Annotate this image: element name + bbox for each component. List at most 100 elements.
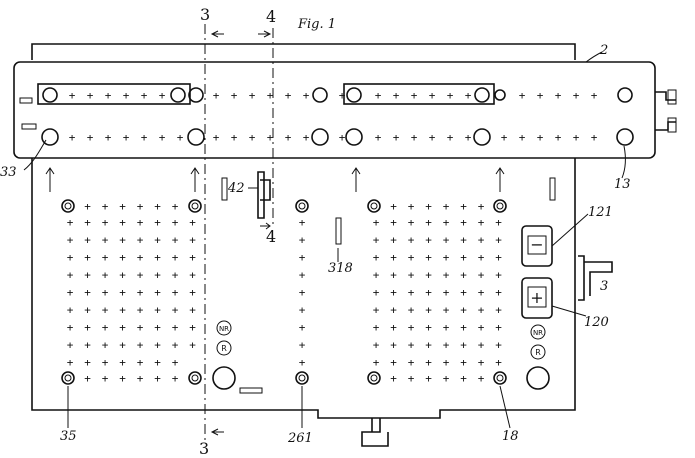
left-grid-plus: +	[189, 339, 196, 352]
panel-knob-bottom-3-inner	[370, 374, 378, 382]
right-grid-plus: +	[495, 339, 502, 352]
panel-knob-top-4	[493, 199, 507, 213]
bar-plus-bottom: +	[501, 131, 508, 144]
keyboard-slot-42	[257, 171, 271, 219]
bar-plus-top: +	[555, 89, 562, 102]
minus-key[interactable]	[527, 235, 547, 255]
holes-layer	[41, 87, 634, 390]
left-grid-plus: +	[119, 321, 126, 334]
bar-plus-top: +	[339, 89, 346, 102]
right-grid-plus: +	[495, 356, 502, 369]
left-grid-plus: +	[137, 339, 144, 352]
right-grid-plus: +	[495, 286, 502, 299]
center-column-plus: +	[299, 251, 306, 264]
panel-knob-top-4-inner	[496, 202, 504, 210]
arrow-4-bottom	[260, 222, 271, 230]
right-grid-plus: +	[495, 216, 502, 229]
right-grid-plus: +	[373, 234, 380, 247]
panel-large-hole-left	[212, 366, 236, 390]
left-grid-plus: +	[119, 269, 126, 282]
leader-lines	[23, 51, 626, 429]
bar-hole-bottom-4	[473, 128, 491, 146]
right-grid-plus: +	[443, 251, 450, 264]
left-grid-plus: +	[137, 286, 144, 299]
crank-grip-upper	[667, 89, 677, 105]
right-grid-plus: +	[408, 234, 415, 247]
bar-plus-bottom: +	[213, 131, 220, 144]
left-grid-plus: +	[67, 304, 74, 317]
left-grid-plus: +	[172, 372, 179, 385]
bar-hole-top-6	[617, 87, 633, 103]
right-grid-plus: +	[425, 339, 432, 352]
bar-hole-bottom-0	[41, 128, 59, 146]
slider-window-right	[343, 83, 495, 105]
right-grid-plus: +	[373, 339, 380, 352]
label-120: 120	[584, 315, 609, 330]
right-grid-plus: +	[460, 216, 467, 229]
panel-knob-bottom-0	[61, 371, 75, 385]
bottom-bar-mark	[239, 387, 263, 394]
bar-hole-top-3	[312, 87, 328, 103]
left-grid-plus: +	[137, 269, 144, 282]
left-grid-plus: +	[119, 251, 126, 264]
right-grid-plus: +	[408, 321, 415, 334]
bar-hole-top-0	[42, 87, 58, 103]
right-grid-plus: +	[460, 234, 467, 247]
left-grid-plus: +	[84, 356, 91, 369]
right-grid-plus: +	[425, 234, 432, 247]
left-grid-plus: +	[154, 251, 161, 264]
left-tab-lower	[21, 123, 37, 130]
label-33: 33	[0, 165, 17, 180]
label-318: 318	[328, 261, 353, 276]
label-13: 13	[614, 177, 631, 192]
left-grid-plus: +	[67, 356, 74, 369]
left-grid-plus: +	[67, 339, 74, 352]
left-grid-plus: +	[84, 251, 91, 264]
left-grid-plus: +	[172, 321, 179, 334]
bottom-stem	[361, 418, 389, 447]
left-grid-plus: +	[189, 286, 196, 299]
left-grid-plus: +	[67, 321, 74, 334]
right-grid-plus: +	[460, 356, 467, 369]
bar-plus-bottom: +	[339, 131, 346, 144]
panel-knob-bottom-3	[367, 371, 381, 385]
right-grid-plus: +	[425, 269, 432, 282]
bar-plus-bottom: +	[411, 131, 418, 144]
label-35: 35	[60, 429, 77, 444]
left-grid-plus: +	[154, 339, 161, 352]
bar-hole-top-1	[170, 87, 186, 103]
slider-window-left	[37, 83, 191, 105]
section-label-4-bottom: 4	[266, 227, 276, 246]
right-grid-plus: +	[408, 251, 415, 264]
right-grid-plus: +	[495, 269, 502, 282]
bar-plus-bottom: +	[249, 131, 256, 144]
right-grid-plus: +	[443, 286, 450, 299]
left-grid-plus: +	[102, 251, 109, 264]
badge-r-left: R	[216, 340, 232, 356]
plus-key[interactable]	[527, 286, 547, 308]
plus-key-frame[interactable]	[521, 277, 553, 319]
center-column-plus: +	[299, 216, 306, 229]
carriage-bar	[13, 61, 656, 159]
left-grid-plus: +	[84, 372, 91, 385]
left-grid-plus: +	[189, 321, 196, 334]
left-grid-plus: +	[154, 372, 161, 385]
bar-plus-bottom: +	[465, 131, 472, 144]
bar-plus-bottom: +	[447, 131, 454, 144]
right-grid-plus: +	[478, 216, 485, 229]
left-grid-plus: +	[102, 339, 109, 352]
left-grid-plus: +	[84, 216, 91, 229]
right-grid-plus: +	[408, 269, 415, 282]
bar-plus-top: +	[249, 89, 256, 102]
right-grid-plus: +	[408, 304, 415, 317]
plus-marks-layer: + + + + + + + + + + + + + + + + + + + + + + + + + + + + + + + + + + + + + + + +…	[67, 89, 598, 385]
bar-plus-bottom: +	[141, 131, 148, 144]
left-grid-plus: +	[67, 286, 74, 299]
right-grid-plus: +	[478, 372, 485, 385]
right-grid-plus: +	[495, 251, 502, 264]
right-grid-plus: +	[443, 356, 450, 369]
slot-left	[221, 177, 228, 201]
right-grid-plus: +	[390, 216, 397, 229]
bar-plus-bottom: +	[267, 131, 274, 144]
